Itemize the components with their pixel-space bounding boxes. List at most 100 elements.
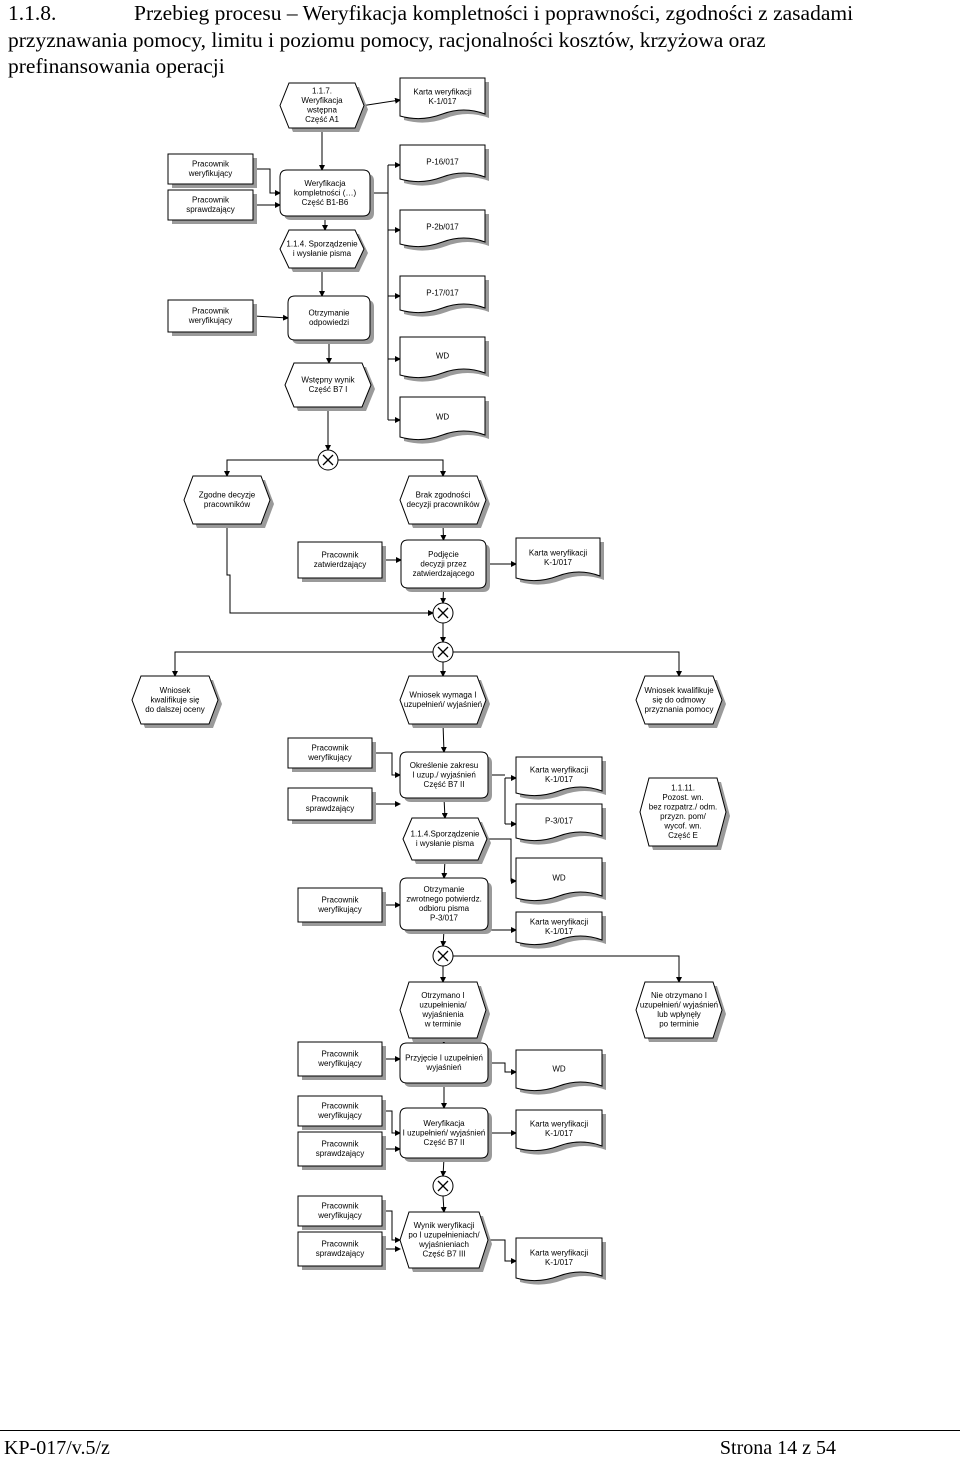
node-label: Przyjęcie I uzupełnień <box>405 1054 483 1063</box>
xor-gateway <box>432 602 454 624</box>
connector <box>253 168 281 196</box>
node-label: Karta weryfikacji <box>530 1120 588 1129</box>
node-label: P-16/017 <box>426 157 459 166</box>
node-label: weryfikujący <box>317 905 362 914</box>
event-node: 1.1.11.Pozost. wn.bez rozpatrz./ odm.prz… <box>639 777 730 850</box>
node-label: zwrotnego potwierdz. <box>406 895 482 904</box>
connector <box>382 1210 401 1243</box>
node-label: 1.1.11. <box>671 784 695 793</box>
connector <box>488 1239 517 1264</box>
node-label: lub wpłynęły <box>657 1010 701 1019</box>
node-label: weryfikujący <box>317 1211 362 1220</box>
page-number: Strona 14 z 54 <box>719 1437 836 1459</box>
node-label: Pracownik <box>322 1140 360 1149</box>
node-label: wyjaśnieniach <box>418 1240 469 1249</box>
connector <box>172 651 433 677</box>
node-label: Część B1-B6 <box>302 198 349 207</box>
node-label: uzupełnienia/ <box>419 1001 467 1010</box>
document-code: KP-017/v.5/z <box>4 1437 110 1459</box>
node-label: przyzn. pom/ <box>660 812 707 821</box>
node-label: Część E <box>668 831 698 840</box>
node-label: Zgodne decyzje <box>199 491 256 500</box>
node-label: K-1/017 <box>428 97 457 106</box>
node-label: Pracownik <box>312 795 350 804</box>
node-label: Wniosek wymaga I <box>409 691 476 700</box>
node-label: odbioru pisma <box>419 904 470 913</box>
node-label: WD <box>436 351 450 360</box>
node-label: zatwierdzający <box>314 560 366 569</box>
node-label: Wniosek kwalifikuje <box>644 686 714 695</box>
node-label: sprawdzający <box>316 1149 364 1158</box>
node-label: pracowników <box>204 500 250 509</box>
node-label: Podjęcie <box>428 550 459 559</box>
node-label: weryfikujący <box>307 753 352 762</box>
node-label: wyjaśnienia <box>421 1010 464 1019</box>
node-label: Pracownik <box>322 1102 360 1111</box>
node-label: Weryfikacja <box>301 96 343 105</box>
node-label: P-3/017 <box>545 816 574 825</box>
node-label: wstępna <box>306 106 337 115</box>
connector <box>488 1062 517 1075</box>
node-label: Część B7 II <box>424 1138 465 1147</box>
node-label: uzupełnień/ wyjaśnień <box>404 700 482 709</box>
doc-node: WD <box>515 857 606 905</box>
node-label: zatwierdzającego <box>413 569 475 578</box>
node-label: przyznania pomocy <box>645 705 714 714</box>
node-label: Część B7 III <box>422 1250 465 1259</box>
node-label: wycof. wn. <box>663 822 701 831</box>
node-label: weryfikujący <box>317 1059 362 1068</box>
node-label: 1.1.4. Sporządzenie <box>286 240 358 249</box>
node-label: Wniosek <box>160 686 192 695</box>
node-label: K-1/017 <box>545 927 574 936</box>
node-label: Karta weryfikacji <box>530 1249 588 1258</box>
node-label: Karta weryfikacji <box>530 918 588 927</box>
node-label: weryfikujący <box>188 169 233 178</box>
node-label: i wysłanie pisma <box>293 249 352 258</box>
node-label: Wynik weryfikacji <box>414 1221 475 1230</box>
node-label: sprawdzający <box>186 205 234 214</box>
node-label: Pracownik <box>322 1240 360 1249</box>
heading-line-3: prefinansowania operacji <box>8 54 225 78</box>
connector <box>372 752 401 778</box>
doc-node: P-2b/017 <box>399 209 489 251</box>
node-label: WD <box>436 412 450 421</box>
doc-node: WD <box>515 1049 606 1095</box>
connectors <box>172 97 682 1264</box>
doc-node: P-3/017 <box>515 803 606 845</box>
connector <box>226 524 434 616</box>
doc-node: P-16/017 <box>399 144 489 186</box>
node-label: Wstępny wynik <box>301 376 355 385</box>
node-label: się do odmowy <box>652 695 705 704</box>
doc-node: P-17/017 <box>399 275 489 317</box>
node-label: Pracownik <box>322 551 360 560</box>
node-label: Brak zgodności <box>416 491 471 500</box>
node-label: K-1/017 <box>545 775 574 784</box>
section-heading: 1.1.8.Przebieg procesu – Weryfikacja kom… <box>8 0 952 80</box>
